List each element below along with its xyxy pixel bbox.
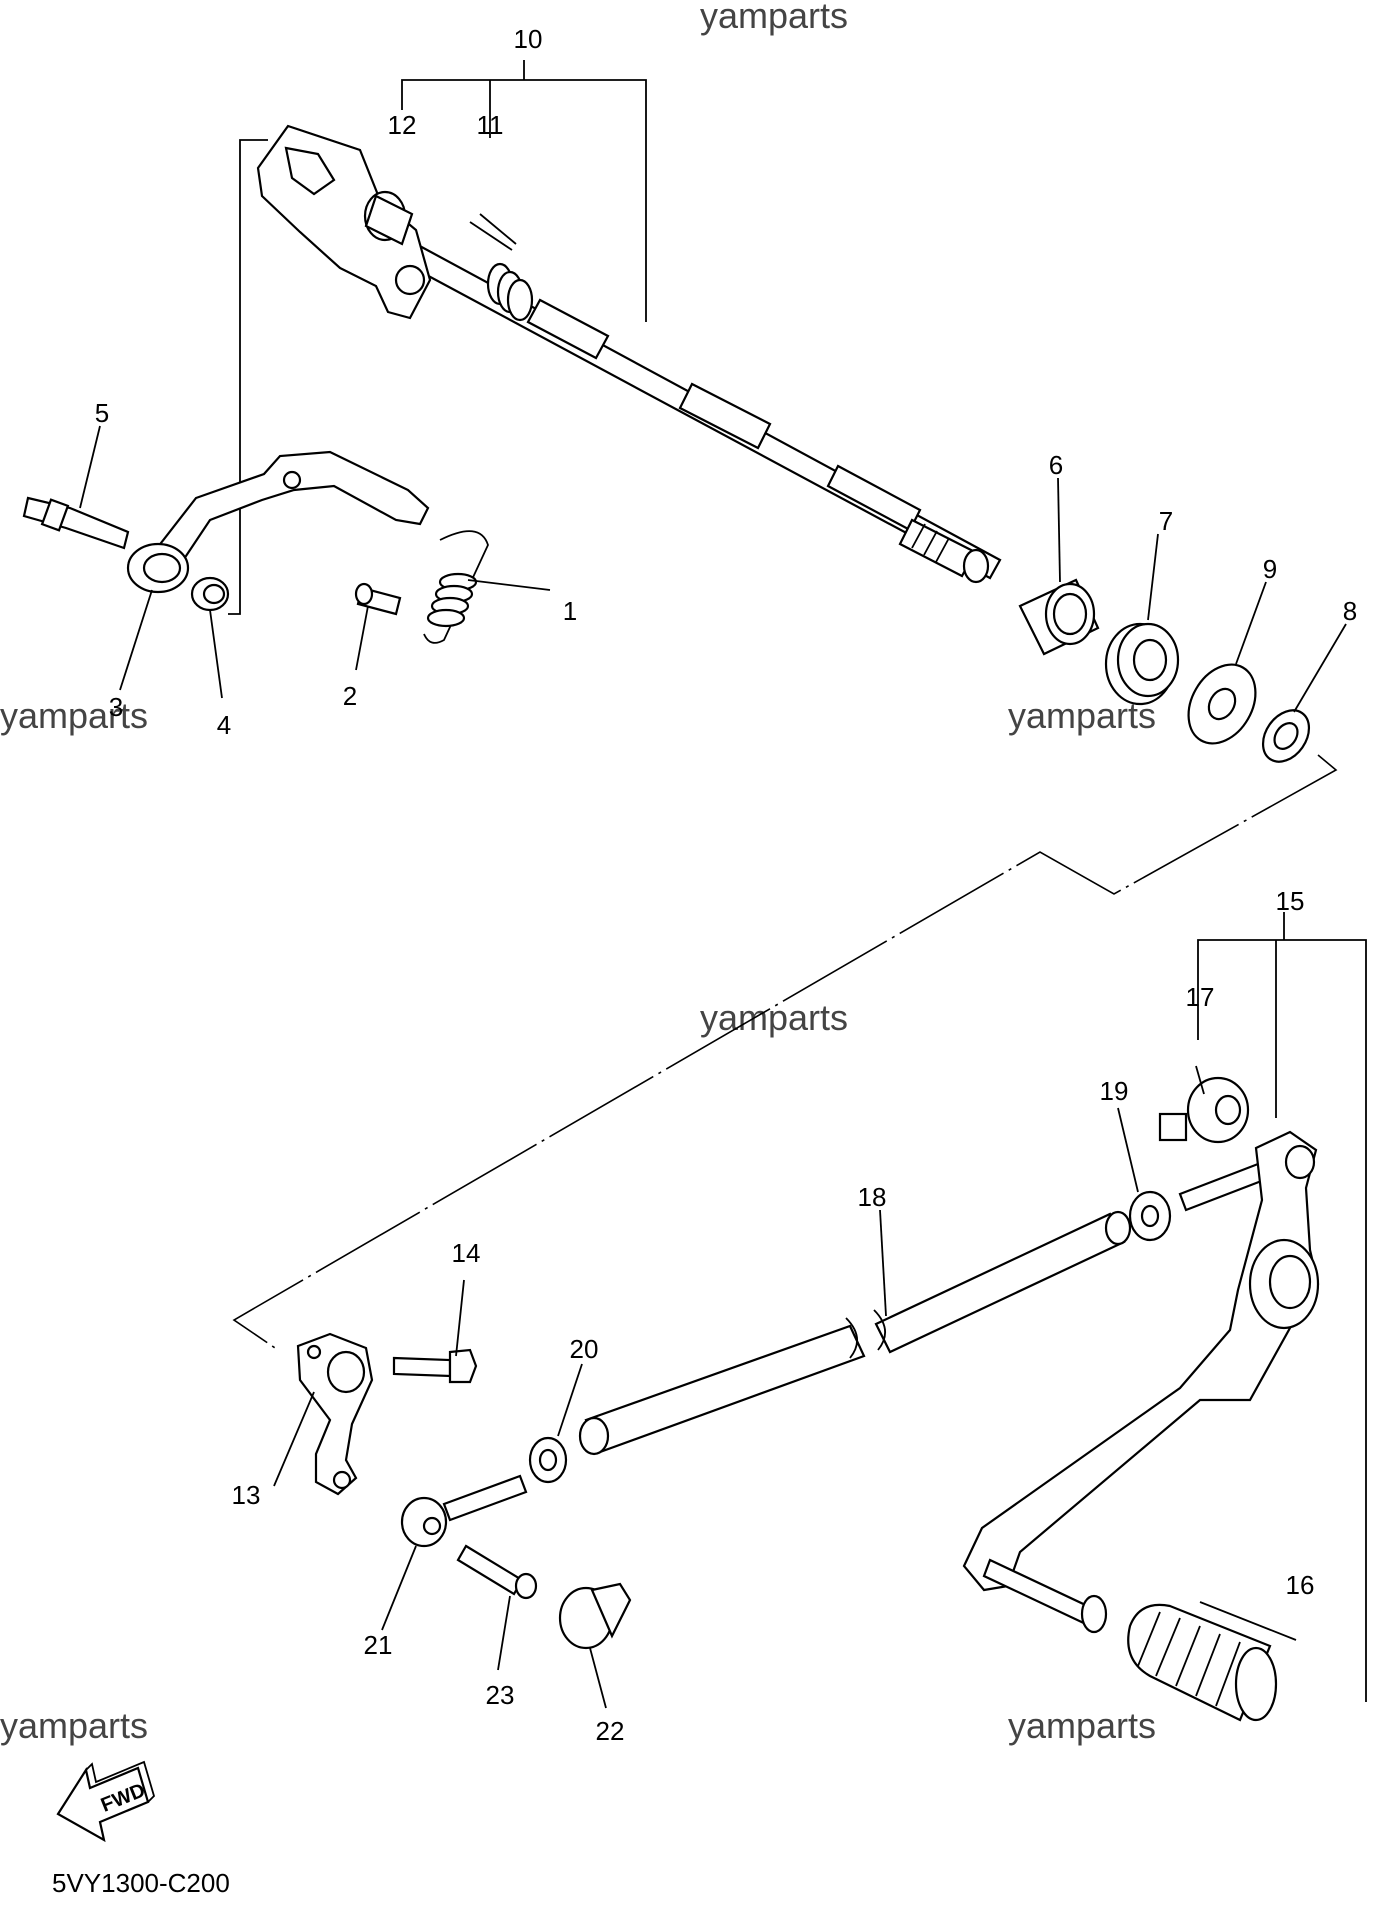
nut-20: [528, 1436, 568, 1484]
rod-end-21: [400, 1474, 528, 1548]
watermark: yamparts: [0, 1705, 148, 1746]
callout-12: 12: [388, 110, 417, 140]
callout-5: 5: [95, 398, 109, 428]
watermark: yamparts: [0, 695, 148, 736]
fwd-arrow-icon: FWD: [56, 1760, 156, 1843]
callout-1: 1: [563, 596, 577, 626]
bolt-23: [456, 1544, 538, 1600]
reference-line-upper: [228, 139, 268, 615]
leader-lines: [79, 425, 1347, 1709]
bracket-10: [401, 60, 647, 322]
watermark: yamparts: [700, 997, 848, 1038]
callout-6: 6: [1049, 450, 1063, 480]
callout-14: 14: [452, 1238, 481, 1268]
callout-10: 10: [514, 24, 543, 54]
diagram-code: 5VY1300-C200: [52, 1868, 230, 1898]
bolt-2: [354, 582, 402, 616]
callout-3: 3: [109, 692, 123, 722]
callout-18: 18: [858, 1182, 887, 1212]
callout-8: 8: [1343, 596, 1357, 626]
cover-17: [1158, 1076, 1250, 1144]
callout-2: 2: [343, 681, 357, 711]
callout-21: 21: [364, 1630, 393, 1660]
collar-6: [1018, 578, 1100, 656]
collar-4: [190, 576, 230, 612]
callout-15: 15: [1276, 886, 1305, 916]
callout-17: 17: [1186, 982, 1215, 1012]
stopper-lever: [138, 450, 430, 582]
bracket-15: [1197, 912, 1367, 1702]
shift-arm-13: [296, 1332, 374, 1496]
shift-shaft: [256, 124, 1002, 584]
bolt-5: [22, 496, 130, 550]
callout-9: 9: [1263, 554, 1277, 584]
collar-3: [126, 542, 190, 594]
bolt-14: [392, 1348, 478, 1384]
callout-11: 11: [477, 110, 504, 140]
shift-rod-18: [578, 1210, 1132, 1456]
cover-22: [558, 1582, 632, 1650]
callout-23: 23: [486, 1680, 515, 1710]
washer-9: [1187, 663, 1257, 745]
shift-pedal-16: [962, 1130, 1320, 1634]
pedal-rubber: [1127, 1603, 1278, 1722]
callout-7: 7: [1159, 506, 1173, 536]
callout-13: 13: [232, 1480, 261, 1510]
watermark: yamparts: [1008, 1705, 1156, 1746]
oil-seal-7: [1104, 622, 1180, 706]
circlip-8: [1261, 709, 1311, 763]
spring-1: [423, 530, 489, 644]
callout-22: 22: [596, 1716, 625, 1746]
callout-16: 16: [1286, 1570, 1315, 1600]
callout-4: 4: [217, 710, 231, 740]
watermark: yamparts: [700, 0, 848, 36]
reference-line-connector: [232, 754, 1338, 1351]
callout-20: 20: [570, 1334, 599, 1364]
bolt-19-rod: [1178, 1162, 1266, 1212]
nut-19: [1128, 1190, 1172, 1242]
callout-19: 19: [1100, 1076, 1129, 1106]
